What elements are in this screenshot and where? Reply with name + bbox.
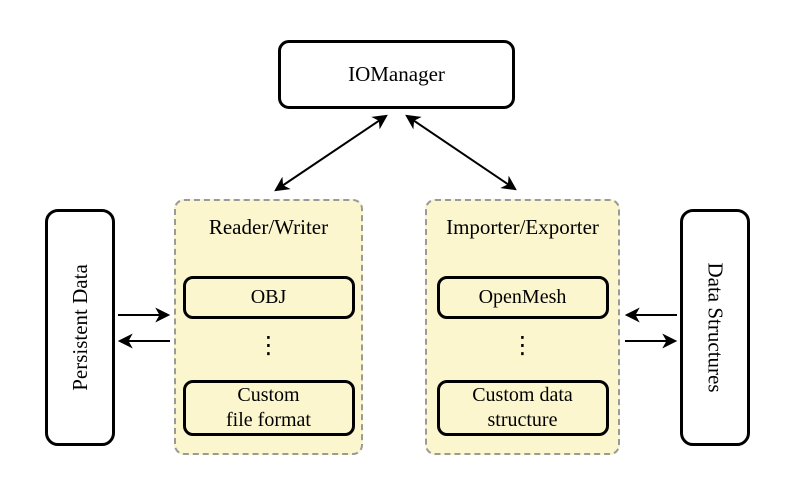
reader-writer-title: Reader/Writer <box>208 215 329 239</box>
custom-file-format-node: Custom file format <box>182 380 355 436</box>
importer-exporter-title: Importer/Exporter <box>446 215 599 239</box>
reader-writer-panel: Reader/Writer OBJ ⋮ Custom file format <box>174 199 363 455</box>
persistent-data-label: Persistent Data <box>67 264 92 391</box>
iomanager-label: IOManager <box>348 62 445 86</box>
obj-node: OBJ <box>182 276 355 319</box>
importer-exporter-panel: Importer/Exporter OpenMesh ⋮ Custom data… <box>425 199 620 455</box>
arrow-iomanager-readerwriter <box>274 114 388 192</box>
vertical-ellipsis: ⋮ <box>256 331 281 359</box>
arrow-iomanager-importerexporter <box>405 114 517 191</box>
data-structures-label: Data Structures <box>703 262 728 393</box>
iomanager-node: IOManager <box>278 40 515 109</box>
data-structures-node: Data Structures <box>680 209 750 446</box>
openmesh-node: OpenMesh <box>436 276 609 319</box>
custom-data-structure-node: Custom data structure <box>436 380 609 436</box>
persistent-data-node: Persistent Data <box>45 209 115 446</box>
vertical-ellipsis: ⋮ <box>510 331 535 359</box>
